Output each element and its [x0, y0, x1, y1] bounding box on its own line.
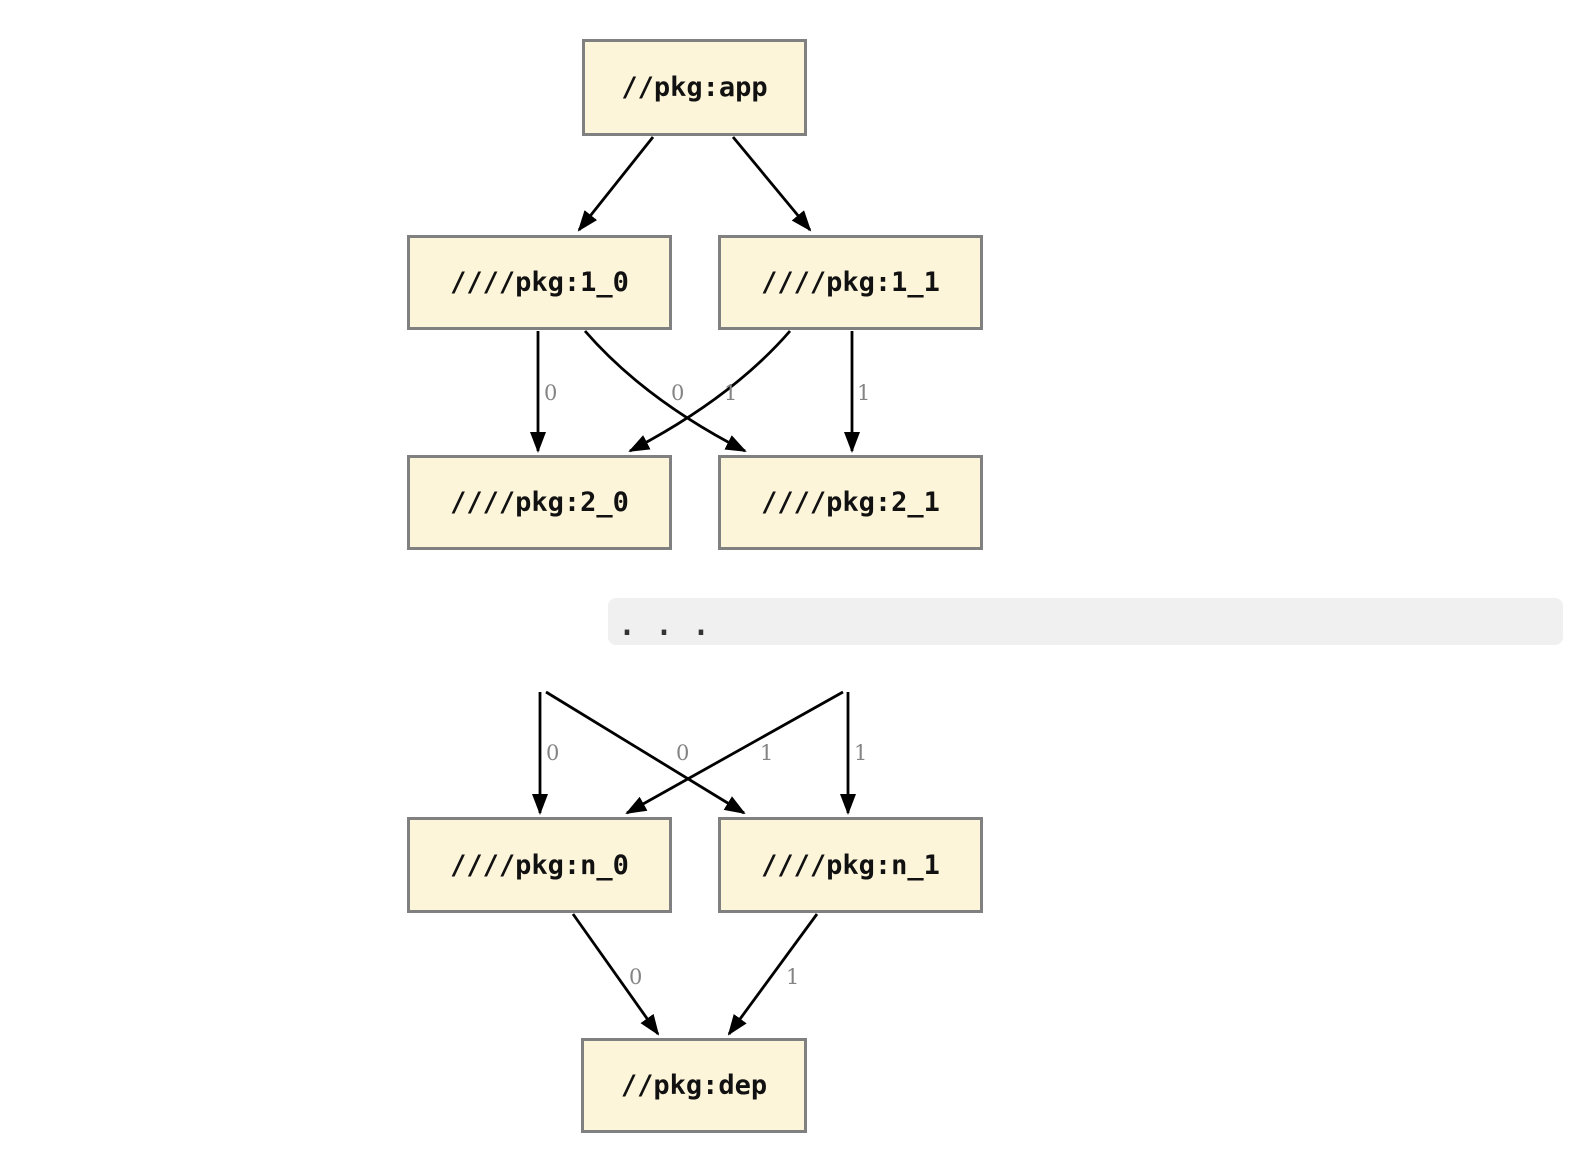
- ellipsis-band: . . .: [608, 598, 1563, 645]
- edge-label: 0: [671, 381, 684, 405]
- edge-app-to-1-1: [731, 136, 812, 232]
- node-label: ////pkg:n_0: [450, 849, 629, 881]
- node-label: //pkg:dep: [620, 1070, 768, 1101]
- node-label: ////pkg:2_1: [761, 487, 940, 518]
- node-pkg-dep: //pkg:dep: [581, 1038, 807, 1133]
- node-label: ////pkg:2_0: [450, 487, 629, 518]
- node-pkg-2-0: ////pkg:2_0: [407, 455, 672, 550]
- edge-label: 1: [857, 381, 870, 405]
- node-pkg-1-0: ////pkg:1_0: [407, 235, 672, 330]
- edge-1-1-to-2-0: [628, 330, 792, 453]
- edge-hidden-to-n-0-cross: [625, 690, 844, 815]
- edge-n-0-to-dep: [571, 913, 660, 1036]
- ellipsis-text: . . .: [620, 595, 713, 646]
- node-pkg-n-1: ////pkg:n_1: [718, 817, 983, 913]
- node-pkg-1-1: ////pkg:1_1: [718, 235, 983, 330]
- edge-label: 1: [786, 965, 799, 989]
- node-pkg-2-1: ////pkg:2_1: [718, 455, 983, 550]
- edge-label: 1: [760, 741, 773, 765]
- edge-1-0-to-2-1: [583, 330, 747, 453]
- edge-label: 0: [676, 741, 689, 765]
- edge-label: 0: [629, 965, 642, 989]
- edge-label: 1: [724, 381, 737, 405]
- edge-app-to-1-0: [577, 136, 655, 232]
- node-label: ////pkg:1_1: [761, 267, 940, 298]
- edge-label: 0: [544, 381, 557, 405]
- node-pkg-app: //pkg:app: [582, 39, 807, 136]
- edge-n-1-to-dep: [727, 913, 819, 1036]
- edge-label: 0: [546, 741, 559, 765]
- node-label: ////pkg:1_0: [450, 267, 629, 298]
- node-label: //pkg:app: [621, 72, 768, 103]
- node-label: ////pkg:n_1: [761, 849, 940, 881]
- edge-label: 1: [854, 741, 867, 765]
- node-pkg-n-0: ////pkg:n_0: [407, 817, 672, 913]
- edge-hidden-to-n-1-cross: [545, 690, 746, 815]
